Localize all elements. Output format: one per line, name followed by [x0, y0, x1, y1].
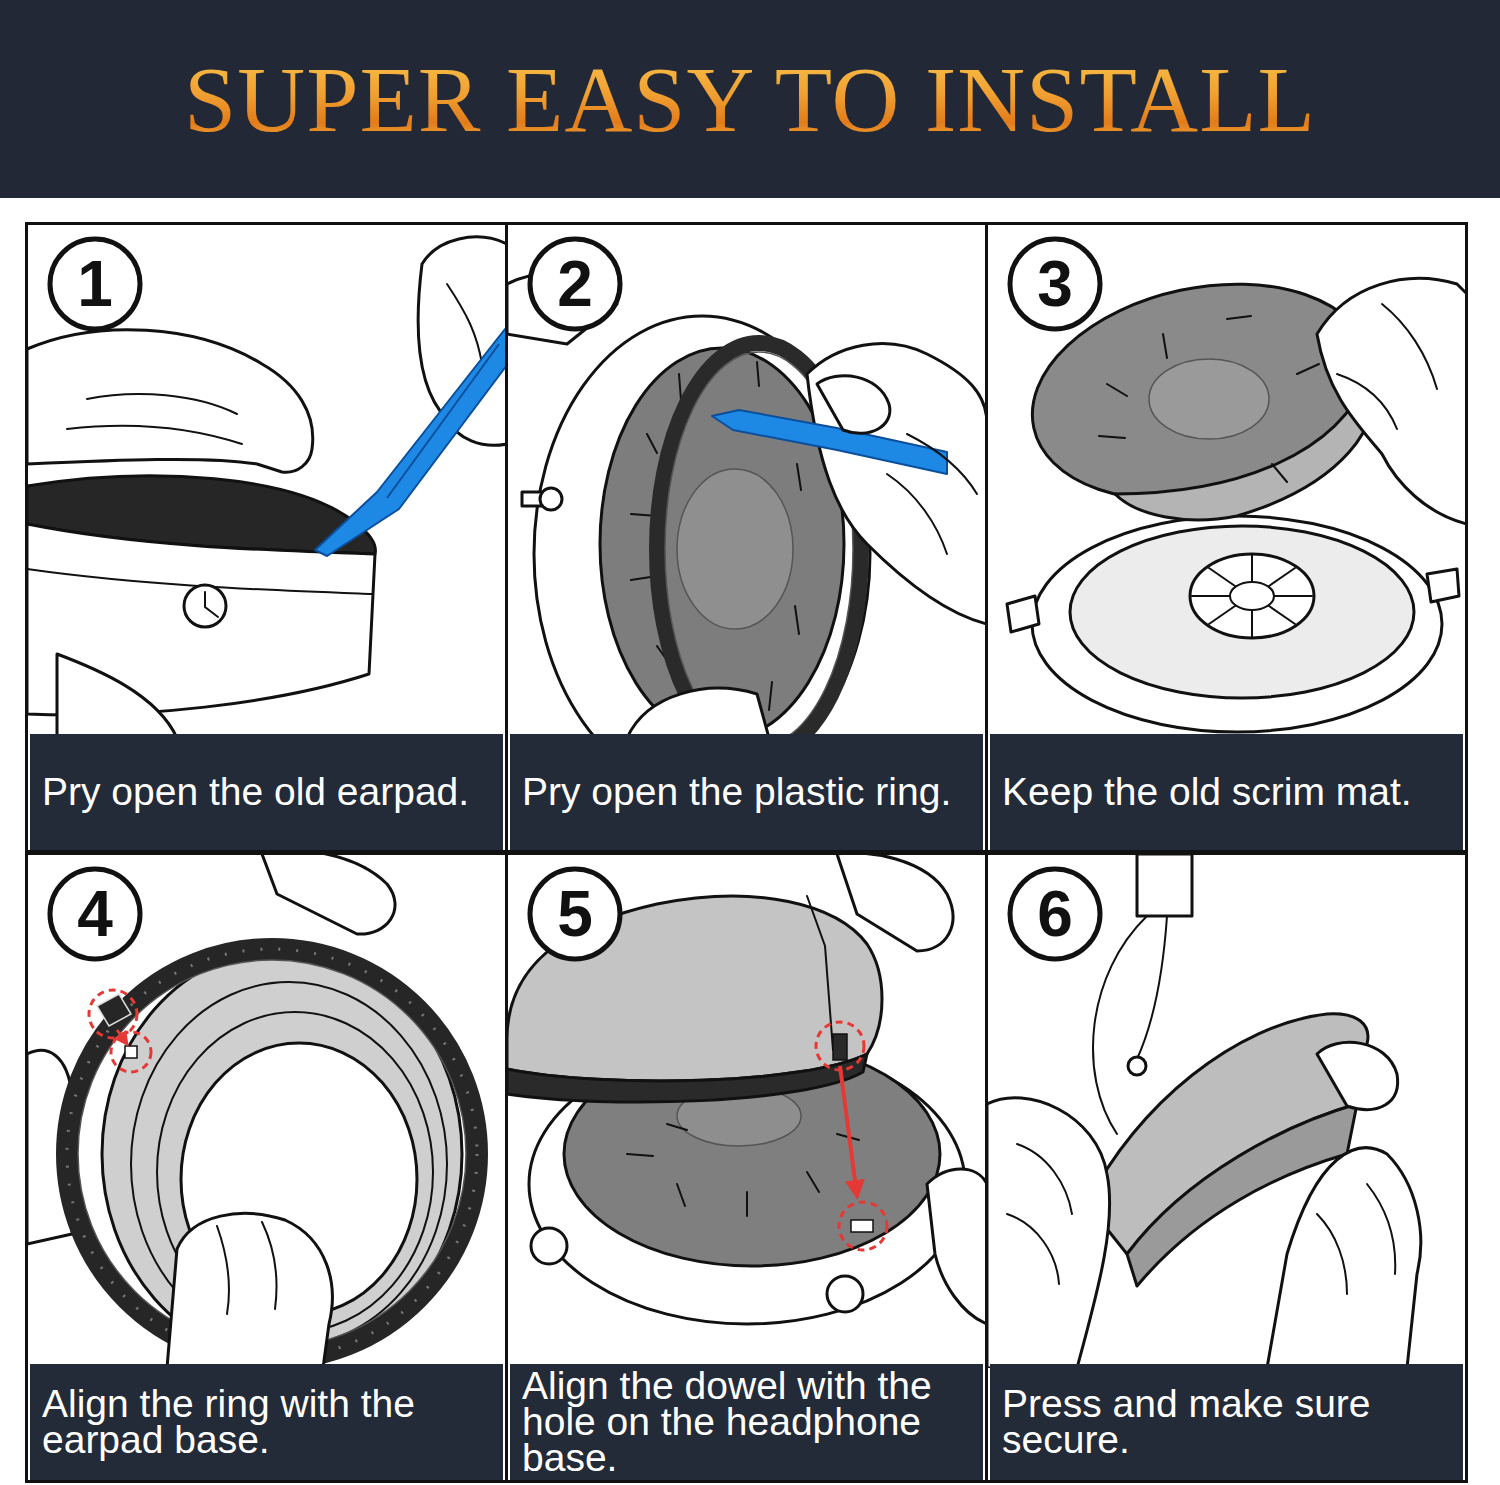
caption-band: Keep the old scrim mat. — [990, 734, 1463, 850]
step-panel: Pry open the plastic ring. 2 — [505, 222, 988, 853]
step-caption: Pry open the plastic ring. — [522, 774, 951, 810]
driver-grille — [1190, 554, 1314, 638]
step-illustration — [987, 854, 1421, 1368]
callout-number: 5 — [527, 866, 623, 962]
pry-tool — [315, 329, 505, 556]
grille-center — [1230, 582, 1274, 610]
plastic-ring — [507, 1054, 867, 1102]
callout-number: 2 — [527, 236, 623, 332]
cup-button — [1007, 596, 1039, 632]
title-area: SUPER EASY TO INSTALL — [0, 0, 1500, 198]
step-caption: Keep the old scrim mat. — [1002, 774, 1412, 810]
step-panel: Align the ring with the earpad base. 4 — [25, 852, 508, 1483]
hand — [27, 330, 313, 473]
ring-tab — [97, 994, 131, 1026]
step-number: 6 — [1007, 866, 1103, 962]
step-illustration — [507, 274, 987, 792]
dowel-hole — [851, 1220, 873, 1232]
cup-button — [184, 585, 226, 627]
highlight-circle — [89, 990, 137, 1038]
caption-band: Align the ring with the earpad base. — [30, 1364, 503, 1480]
caption-band: Pry open the old earpad. — [30, 734, 503, 850]
hand — [57, 654, 177, 738]
caption-band: Pry open the plastic ring. — [510, 734, 983, 850]
headband-wire — [1093, 916, 1147, 1134]
callout-number: 6 — [1007, 866, 1103, 962]
alignment-arrow — [840, 1066, 857, 1196]
headband — [1137, 854, 1192, 916]
tool-ridge — [387, 344, 499, 498]
finger-line — [1317, 1184, 1395, 1294]
step-illustration — [27, 237, 519, 738]
step-panel: Align the dowel with the hole on the hea… — [505, 852, 988, 1483]
caption-band: Align the dowel with the hole on the hea… — [510, 1364, 983, 1480]
hand — [987, 1098, 1110, 1368]
cup-button — [827, 1276, 863, 1312]
page-title: SUPER EASY TO INSTALL — [184, 52, 1316, 146]
finger-line — [1007, 1144, 1072, 1284]
step-panel: Press and make sure secure. 6 — [985, 852, 1468, 1483]
scrim-slit — [627, 1124, 859, 1216]
cup-pin — [540, 488, 562, 510]
callout-number: 3 — [1007, 236, 1103, 332]
grille-spoke — [1192, 554, 1312, 638]
scrim-mat — [600, 348, 844, 738]
step-panel: Keep the old scrim mat. 3 — [985, 222, 1468, 853]
scrim-center — [677, 469, 793, 629]
hand — [807, 344, 985, 624]
thumb — [837, 854, 953, 951]
scrim-slit — [1099, 316, 1319, 482]
finger-line — [1337, 304, 1437, 429]
yoke-pin — [1128, 1057, 1146, 1075]
cup-button — [1427, 569, 1459, 602]
highlight-circle — [839, 1202, 887, 1250]
step-caption: Pry open the old earpad. — [42, 774, 469, 810]
cup-button — [531, 1228, 567, 1264]
caption-band: Press and make sure secure. — [990, 1364, 1463, 1480]
finger-line — [67, 394, 242, 444]
step-caption: Align the ring with the earpad base. — [42, 1386, 495, 1458]
earpad-seam — [807, 896, 833, 1050]
hand — [927, 1169, 985, 1324]
header-band — [0, 0, 1500, 198]
dowel — [833, 1034, 847, 1060]
hand — [1317, 278, 1465, 524]
step-panel: Pry open the old earpad. 1 — [25, 222, 508, 853]
callout-number: 4 — [47, 866, 143, 962]
callout-number: 1 — [47, 236, 143, 332]
hand — [1267, 1148, 1421, 1368]
finger-line — [887, 434, 977, 554]
step-number: 3 — [1007, 236, 1103, 332]
headband-wire — [1137, 916, 1167, 1059]
step-illustration — [27, 850, 477, 1368]
finger-line — [217, 1222, 276, 1314]
thumb — [817, 376, 890, 433]
highlight-circle — [816, 1022, 864, 1070]
cup-face — [1070, 526, 1414, 698]
step-number: 2 — [527, 236, 623, 332]
step-caption: Align the dowel with the hole on the hea… — [522, 1368, 975, 1476]
highlight-circle — [111, 1032, 151, 1072]
step-caption: Press and make sure secure. — [1002, 1386, 1455, 1458]
hand — [627, 688, 769, 738]
finger-line — [447, 284, 482, 364]
step-illustration — [507, 853, 987, 1324]
alignment-arrow — [117, 1030, 127, 1044]
pry-tool — [712, 410, 947, 474]
step-number: 1 — [47, 236, 143, 332]
earcup — [1032, 516, 1442, 732]
step-number: 4 — [47, 866, 143, 962]
thumb — [1317, 1042, 1398, 1109]
step-number: 5 — [527, 866, 623, 962]
button-mark — [205, 592, 218, 617]
scrim-center — [1149, 359, 1269, 439]
thumb — [262, 854, 395, 934]
hand — [167, 1213, 332, 1368]
earpad-slot — [125, 1046, 137, 1058]
